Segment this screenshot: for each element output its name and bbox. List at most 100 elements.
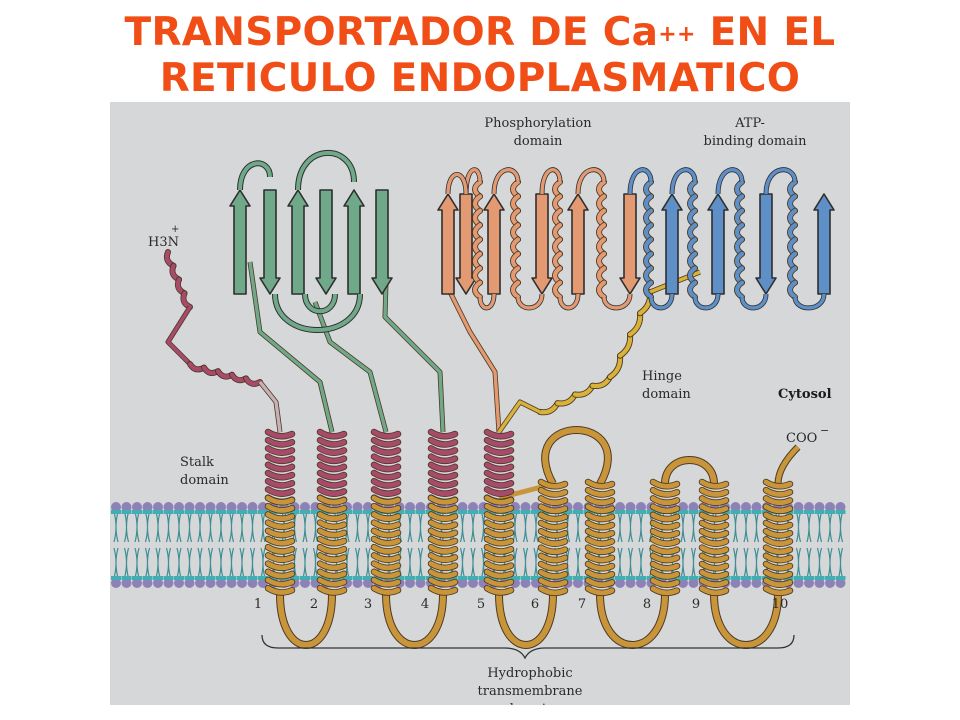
lipid-head: [468, 502, 478, 512]
tm-helix-1-turn: [265, 503, 295, 513]
tm-helix-8-turn: [650, 578, 680, 588]
lipid-head: [405, 578, 415, 588]
stalk-helix-3-turn: [371, 454, 401, 464]
lipid-head-band: [688, 576, 699, 580]
lipid-tail: [638, 511, 644, 543]
tm-helix-5-turn: [484, 503, 514, 513]
tm-helix-9-turn: [699, 496, 729, 506]
lipid-tail: [690, 511, 697, 543]
tm-helix-7-turn: [585, 487, 615, 497]
tm-helix-10-turn: [763, 578, 793, 588]
lipid-tail: [575, 511, 581, 543]
lipid-head-band: [825, 510, 835, 514]
atp-binding-domain-label-1: ATP-: [734, 116, 765, 131]
stalk-helix-1-turn: [265, 429, 295, 439]
stalk-helix-5-turn: [484, 446, 514, 456]
domain-loop: [716, 168, 744, 195]
lipid-head: [132, 502, 142, 512]
lipid-head: [415, 578, 426, 588]
stalk-helix-4-turn: [428, 470, 458, 480]
lipid-head-band: [699, 510, 709, 514]
lipid-tail: [795, 547, 802, 579]
lipid-tail: [732, 511, 739, 543]
lipid-tail: [795, 511, 802, 543]
stalk-helix-2-turn: [317, 454, 347, 464]
tm-helix-3-turn: [371, 512, 401, 522]
lipid-head-band: [174, 576, 184, 580]
tm-helix-6-turn: [538, 561, 568, 571]
transmembrane-helices: [264, 428, 794, 597]
tm-helix-9-turn: [699, 578, 729, 588]
lipid-tail: [743, 511, 749, 543]
lipid-tail: [827, 511, 833, 543]
lipid-tail: [575, 547, 581, 579]
lipid-head-band: [289, 576, 300, 580]
tm-helix-1-turn: [265, 520, 295, 530]
green-bottom-loop: [303, 293, 337, 314]
lumen-loop-outline: [276, 593, 336, 649]
tm-helix-4-turn: [428, 536, 458, 546]
lipid-tail: [522, 547, 529, 579]
tm-helix-2-turn: [317, 495, 347, 505]
lipid-tail: [228, 511, 235, 543]
lipid-head-band: [573, 576, 583, 580]
stalk-helix-1-turn: [265, 454, 295, 464]
green-hairpin: [296, 151, 356, 191]
phospho-strand-5: [567, 193, 589, 295]
lumen-loop: [383, 593, 446, 648]
lipid-head-band: [342, 510, 352, 514]
tm-helix-10-turn: [763, 553, 793, 563]
lipid-head: [237, 578, 247, 588]
lipid-tail: [690, 547, 697, 579]
green-hairpin: [238, 161, 272, 191]
atp-strand-9: [755, 193, 777, 295]
tm-helix-5-turn: [484, 544, 514, 554]
lipid-tail: [837, 547, 844, 579]
lipid-head-band: [310, 576, 321, 580]
tm-helix-3-turn: [371, 577, 401, 587]
cytosol-label: Cytosol: [778, 387, 832, 402]
stalk-helix-3-turn: [371, 462, 401, 472]
lumen-loop: [277, 593, 335, 648]
hydrophobic-domain-label-3: domain: [506, 702, 555, 705]
green-strand-4: [315, 189, 337, 295]
stalk-domain-label-1: Stalk: [180, 455, 214, 470]
tm-helix-6-turn: [538, 512, 568, 522]
lipid-head: [247, 502, 258, 512]
tm-helix-9-turn: [699, 561, 729, 571]
lipid-tail: [680, 547, 686, 579]
stalk3-to-sheet: [313, 301, 388, 433]
lipid-head-band: [237, 576, 247, 580]
lipid-head: [216, 578, 226, 588]
lipid-head: [226, 578, 237, 588]
tm-helix-9-turn: [699, 537, 729, 547]
lipid-head-band: [111, 510, 121, 514]
tm-helix-3-turn: [371, 544, 401, 554]
tm-helix-5-turn: [484, 495, 514, 505]
tm-helix-2-turn: [317, 553, 347, 563]
lipid-head-band: [205, 576, 216, 580]
lipid-head-band: [195, 510, 205, 514]
lipid-head-band: [415, 510, 426, 514]
lipid-head-band: [468, 510, 478, 514]
lipid-head-band: [520, 576, 531, 580]
lipid-head-band: [153, 576, 163, 580]
lipid-head-band: [636, 576, 646, 580]
lipid-tail: [365, 547, 371, 579]
tm-helix-4-turn: [428, 577, 458, 587]
stalk-helix-5-turn: [484, 437, 514, 447]
tm-helix-5-turn: [484, 520, 514, 530]
n-terminus-label: H3N: [148, 235, 179, 250]
tm-helix-10-turn: [763, 504, 793, 514]
lipid-head: [195, 502, 205, 512]
lipid-head: [520, 502, 531, 512]
lipid-head: [636, 502, 646, 512]
tm-helix-2-turn: [317, 569, 347, 579]
lipid-head-band: [352, 576, 363, 580]
stalk-helix-4-turn: [428, 478, 458, 488]
tm-helix-8-turn: [650, 479, 680, 489]
hydrophobic-domain-label-1: Hydrophobic: [487, 666, 572, 681]
lumen-loop: [496, 593, 556, 648]
domain-loop: [540, 168, 562, 195]
lipid-head-band: [741, 510, 751, 514]
